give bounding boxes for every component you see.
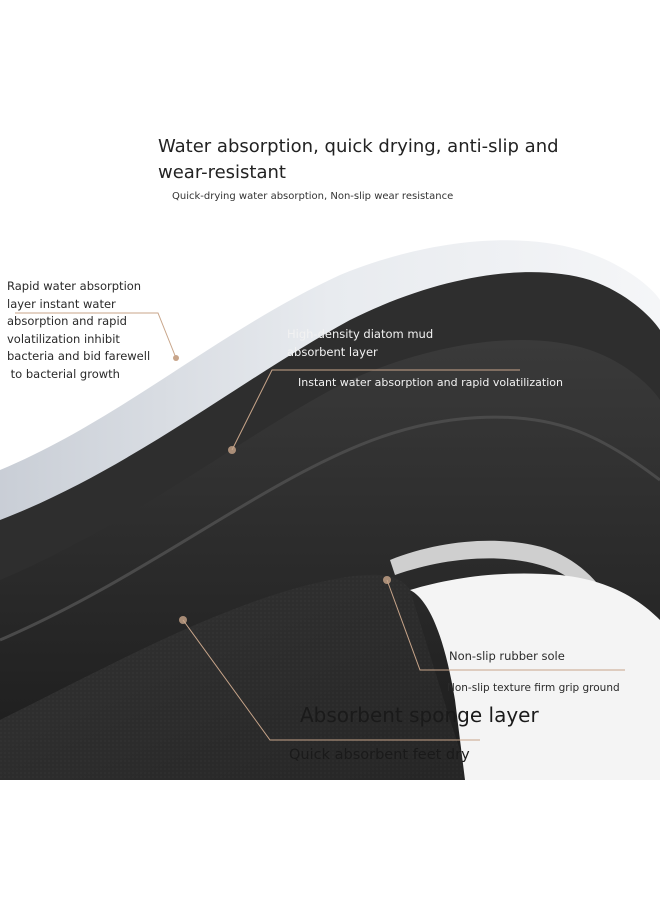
diatom-layer-title: High-density diatom mud absorbent layer [287,326,433,361]
left-callout-line-2: layer instant water [7,296,116,311]
rubber-sole-title: Non-slip rubber sole [449,649,565,663]
leader-dot-left [173,355,179,361]
water-absorption-layer-callout: Rapid water absorption layer instant wat… [7,278,150,383]
rubber-edge [390,540,630,642]
heading-line-2: wear-resistant [158,162,286,183]
main-heading: Water absorption, quick drying, anti-sli… [158,134,559,186]
leader-dot-diatom [228,446,236,454]
leader-line-diatom [231,369,520,451]
sponge-layer-subtitle: Quick absorbent feet dry [289,747,470,763]
left-callout-line-6: to bacterial growth [7,366,120,381]
main-subheading: Quick-drying water absorption, Non-slip … [172,191,454,202]
left-callout-line-4: volatilization inhibit [7,331,120,346]
leader-dot-sponge [179,616,187,624]
sponge-layer-shade [0,574,470,780]
leader-dot-rubber [383,576,391,584]
leader-line-left [15,312,177,359]
layer-seam [0,415,660,642]
leader-line-sponge [182,619,480,741]
sole-slab [410,573,660,780]
left-callout-line-5: bacteria and bid farewell [7,349,151,363]
heading-line-1: Water absorption, quick drying, anti-sli… [158,136,559,157]
diatom-layer-subtitle: Instant water absorption and rapid volat… [298,376,563,389]
diatom-title-line-2: absorbent layer [287,344,378,359]
leader-line-rubber [386,579,625,671]
left-callout-line-1: Rapid water absorption [7,279,142,293]
sponge-layer-title: Absorbent sponge layer [300,703,539,727]
diatom-title-line-1: High-density diatom mud [287,327,434,341]
left-callout-line-3: absorption and rapid [7,314,127,328]
rubber-sole-subtitle: Non-slip texture firm grip ground [447,682,620,694]
